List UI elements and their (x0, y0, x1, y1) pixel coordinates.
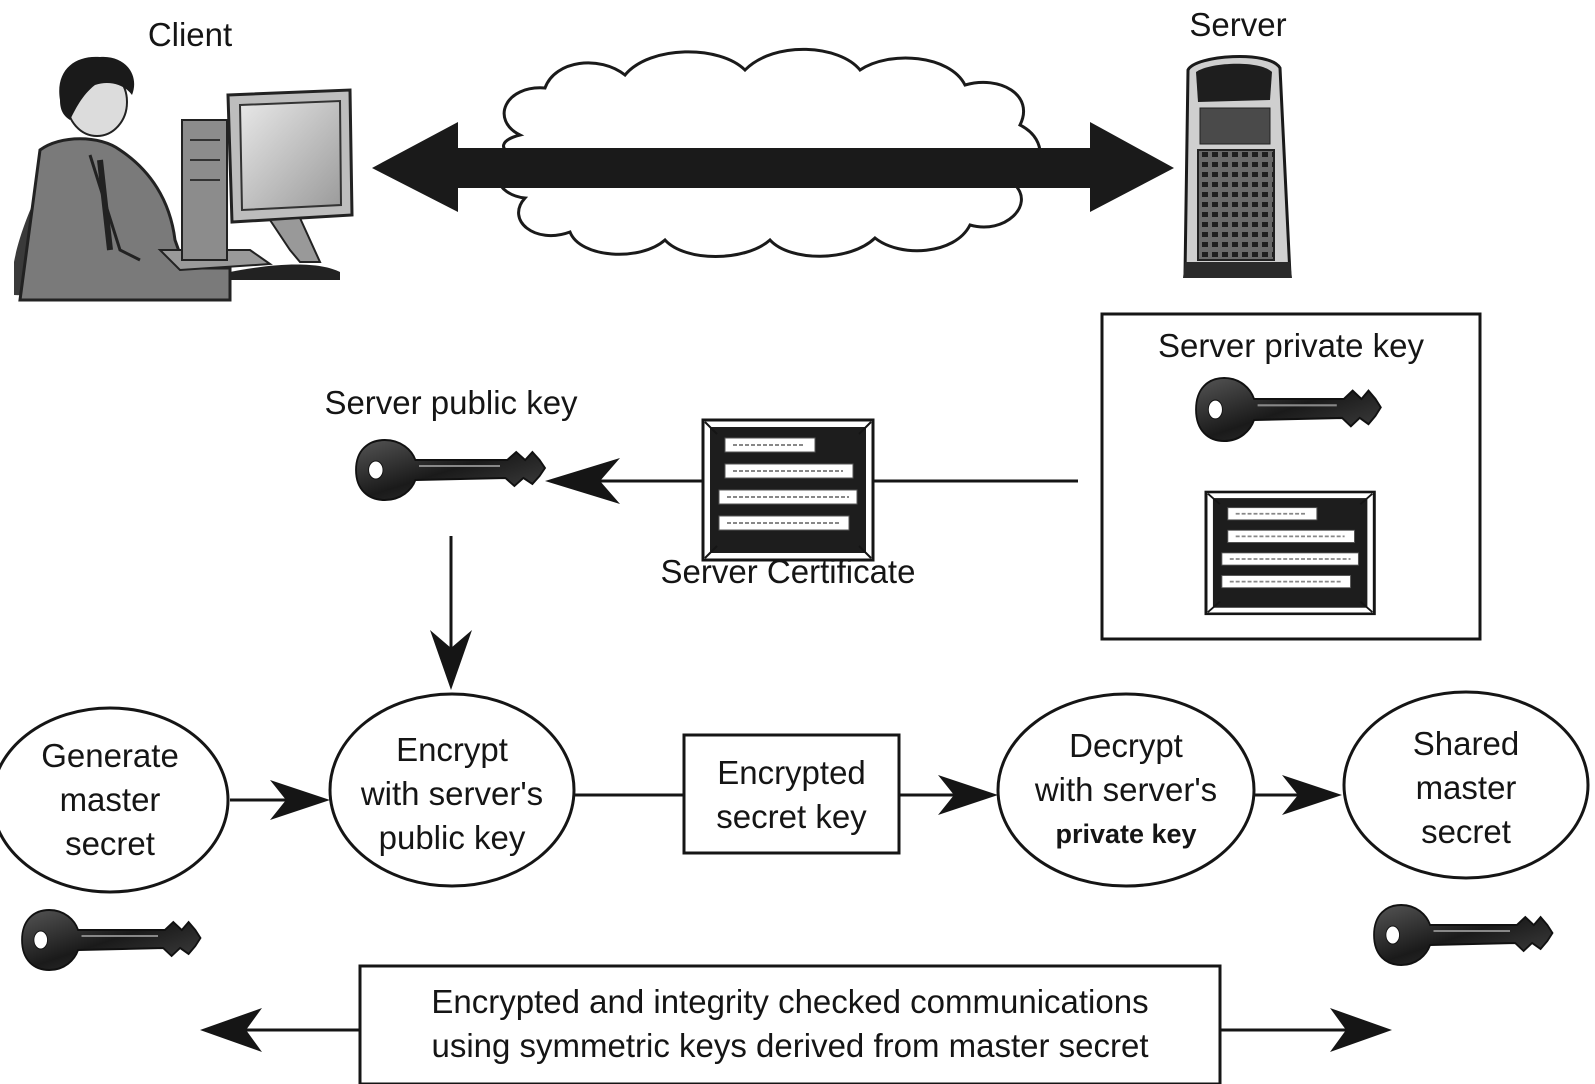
encrypt-node (328, 692, 576, 888)
decrypt-line-1: Decrypt (1069, 727, 1183, 764)
encrypted-key-line-2: secret key (716, 798, 867, 835)
certificate-arrowhead (545, 458, 620, 504)
encrypt-line-1: Encrypt (396, 731, 508, 768)
client-icon (14, 56, 354, 302)
client-label: Client (148, 16, 232, 53)
generate-master-secret-node (0, 706, 230, 894)
encrypted-key-line-1: Encrypted (717, 754, 866, 791)
generate-line-1: Generate (41, 737, 179, 774)
shared-line-2: master (1415, 769, 1517, 806)
shared-master-secret-node (1342, 690, 1590, 880)
public-key-icon (355, 439, 546, 501)
public-key-down-arrowhead (430, 630, 472, 690)
encrypted-secret-key-node (682, 733, 901, 855)
encrypt-line-2: with server's (360, 775, 544, 812)
server-private-key-label: Server private key (1158, 327, 1424, 364)
decrypt-text: Decrypt with server's private key (1006, 724, 1246, 856)
server-certificate-label: Server Certificate (661, 553, 916, 590)
encrypt-line-3: public key (378, 819, 526, 856)
decrypt-node (996, 692, 1256, 888)
server-master-key-icon (1373, 904, 1554, 966)
encrypt-text: Encrypt with server's public key (338, 728, 566, 860)
server-label: Server (1189, 6, 1286, 43)
server-public-key-label: Server public key (324, 384, 578, 421)
banner-left-arrowhead (200, 1008, 262, 1052)
generate-master-secret-text: Generate master secret (0, 734, 220, 866)
banner-line-2: using symmetric keys derived from master… (431, 1027, 1149, 1064)
decrypt-line-2: with server's (1034, 771, 1218, 808)
generate-line-2: master (59, 781, 161, 818)
decrypt-line-3: private key (1055, 819, 1197, 849)
shared-line-1: Shared (1412, 725, 1520, 762)
shared-master-secret-text: Shared master secret (1352, 722, 1580, 854)
network-connection-arrow (372, 122, 1174, 212)
encrypted-key-to-decrypt-arrowhead (938, 775, 998, 815)
generate-to-encrypt-arrowhead (270, 780, 330, 820)
generate-line-3: secret (65, 825, 155, 862)
shared-line-3: secret (1421, 813, 1511, 850)
decrypt-to-shared-arrowhead (1282, 775, 1342, 815)
secure-communications-text: Encrypted and integrity checked communic… (360, 980, 1220, 1068)
certificate-icon (701, 418, 875, 562)
banner-right-arrowhead (1330, 1008, 1392, 1052)
encrypted-secret-key-text: Encrypted secret key (684, 751, 899, 839)
server-certificate-copy-icon (1204, 490, 1376, 616)
secure-communications-box (358, 964, 1222, 1084)
banner-line-1: Encrypted and integrity checked communic… (431, 983, 1149, 1020)
client-master-key-icon (21, 909, 202, 971)
server-tower-icon (1183, 54, 1292, 278)
